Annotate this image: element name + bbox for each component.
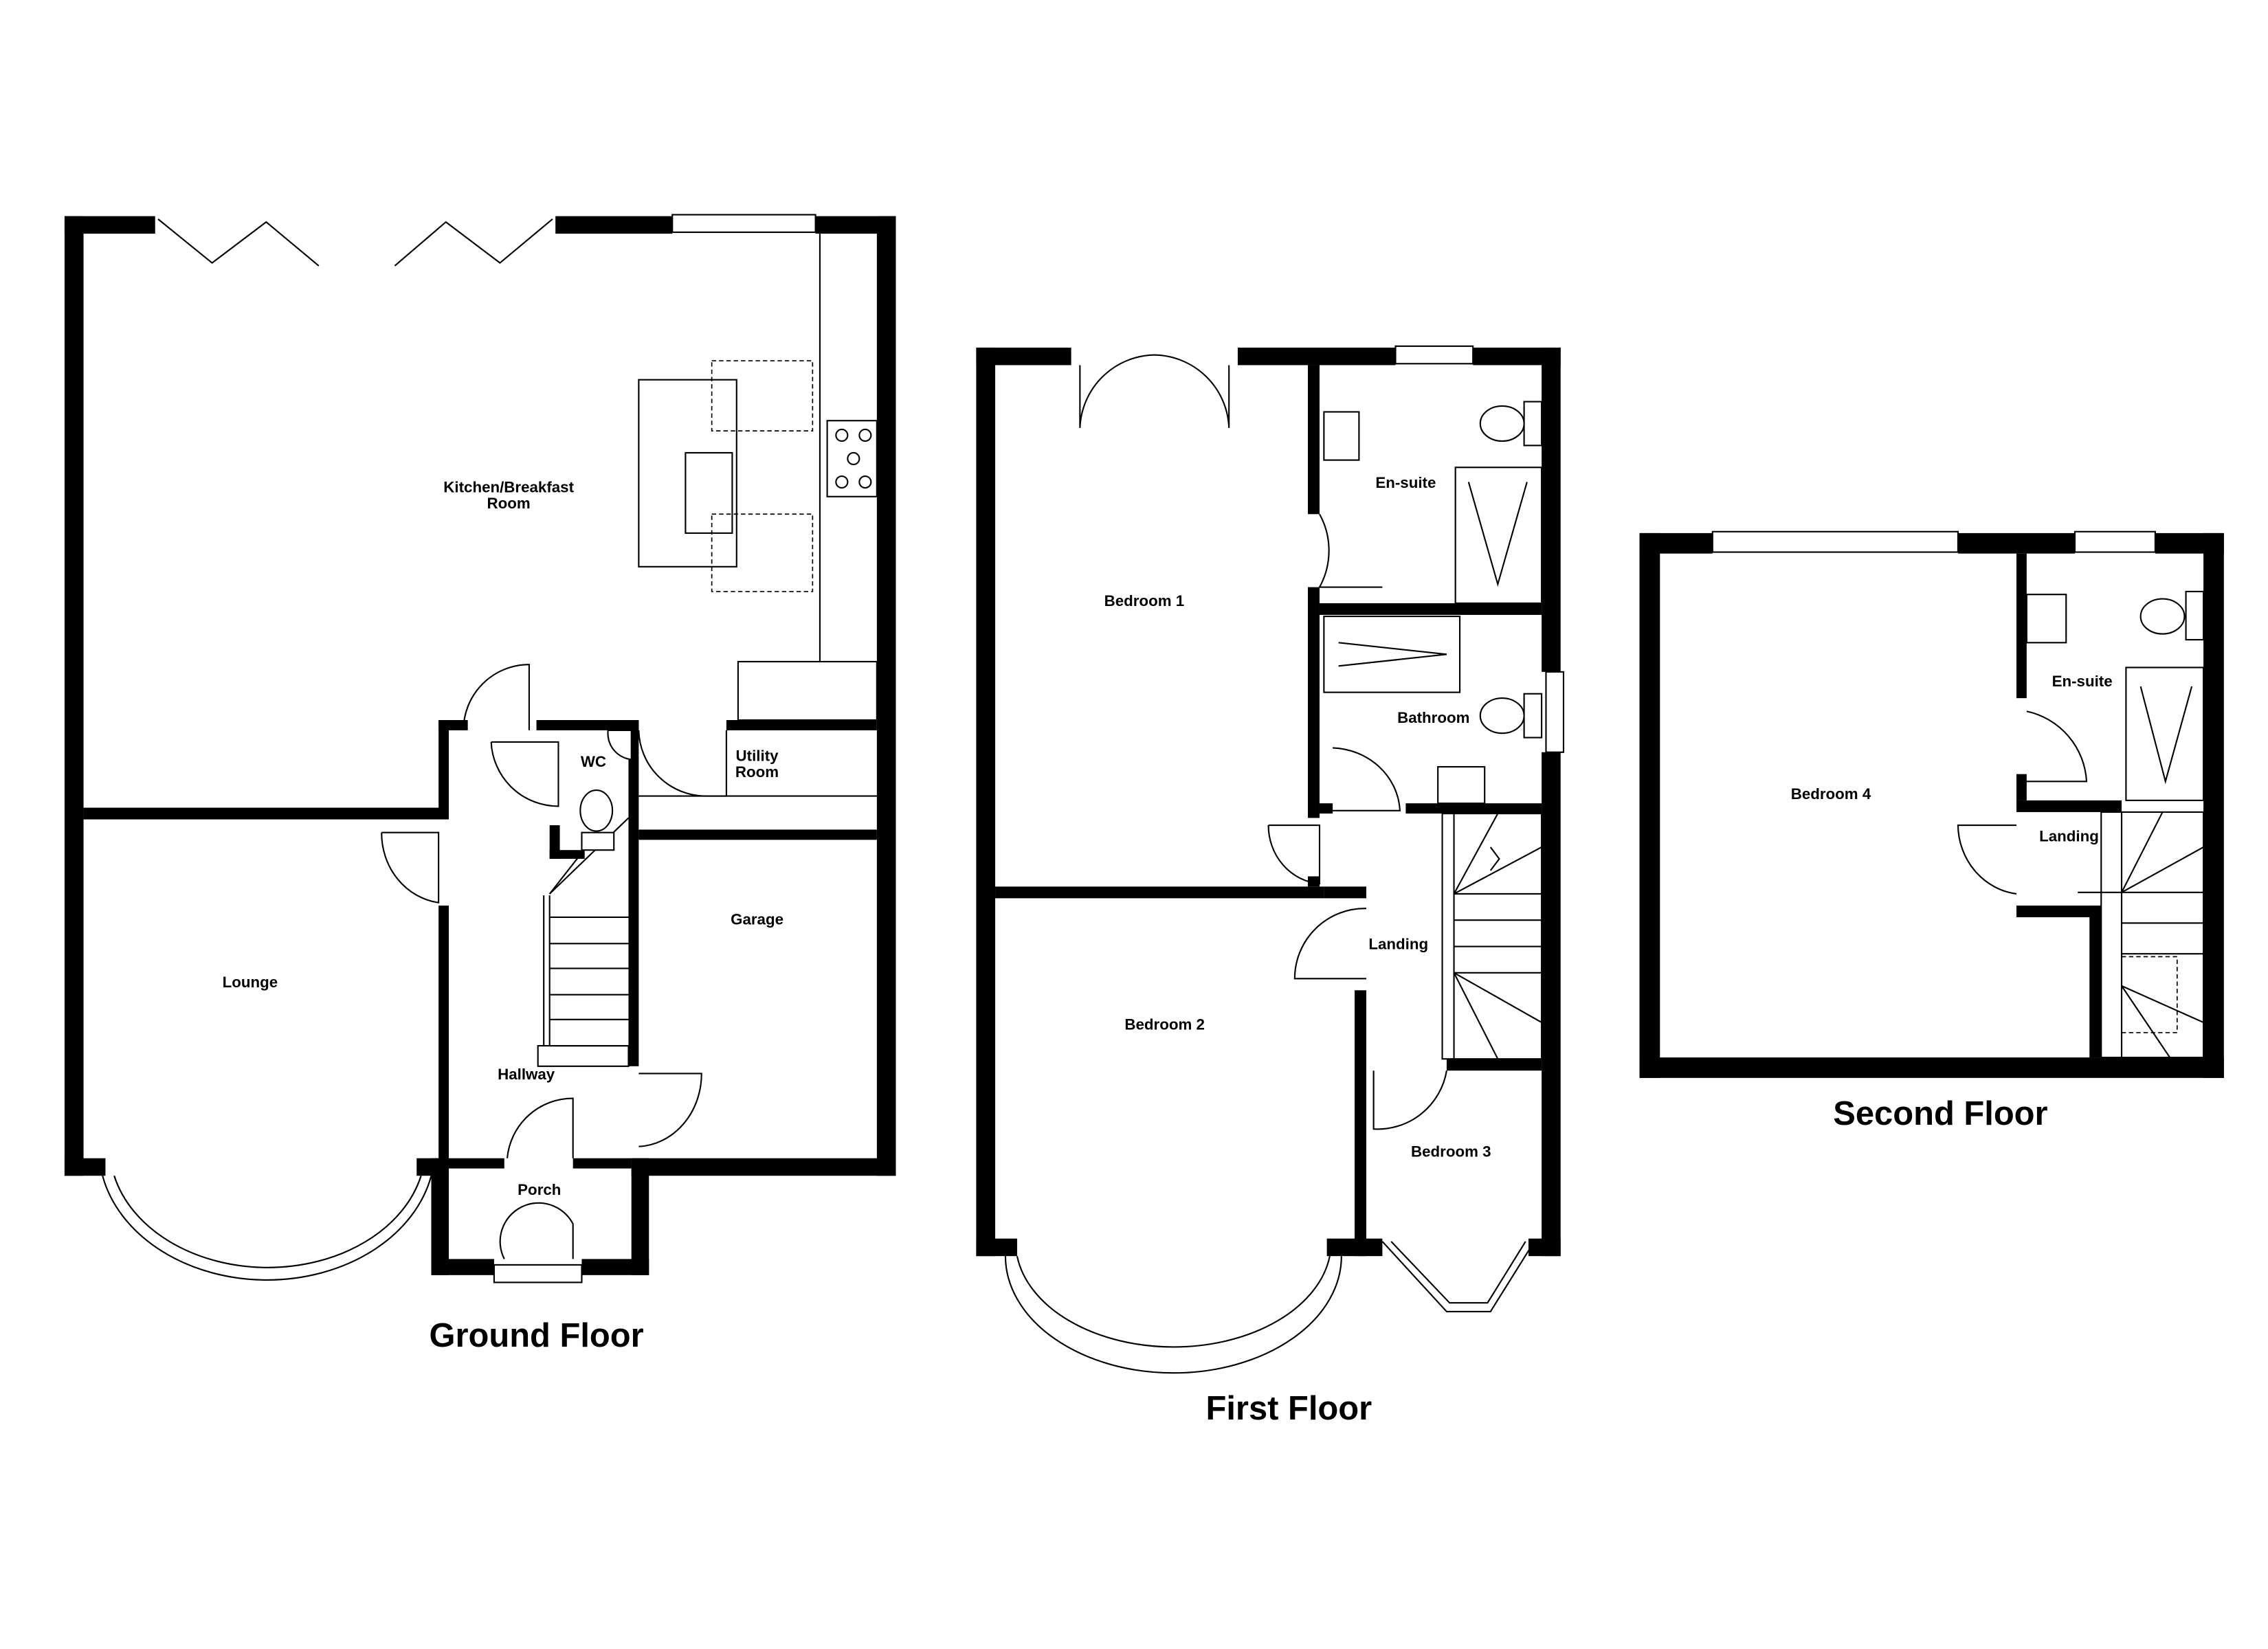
wc-fittings	[579, 729, 632, 851]
bedroom3-bay-window	[1381, 1241, 1535, 1313]
room-label-ensuite: En-suite	[1375, 474, 1436, 491]
room-label-bedroom3: Bedroom 3	[1411, 1143, 1491, 1160]
second-floor-stairs	[2078, 811, 2205, 1059]
toilet-icon	[2139, 598, 2186, 635]
room-label-porch: Porch	[518, 1181, 561, 1198]
shower-icon	[1454, 467, 1543, 605]
toilet-icon	[579, 789, 614, 832]
hob-icon	[826, 420, 878, 497]
first-floor-fittings	[1323, 401, 1543, 805]
room-label-bedroom4: Bedroom 4	[1791, 785, 1871, 803]
room-label-utility-2: Room	[735, 763, 779, 781]
first-floor-labels: Bedroom 1 En-suite Bathroom Landing Bedr…	[1104, 474, 1491, 1160]
room-label-garage: Garage	[731, 911, 783, 928]
floor-title-first: First Floor	[1206, 1390, 1372, 1427]
room-label-ensuite-2: En-suite	[2052, 673, 2113, 690]
window	[1394, 345, 1474, 365]
toilet-icon	[1479, 405, 1525, 442]
room-label-landing-2: Landing	[2039, 827, 2099, 844]
second-floor-labels: Bedroom 4 En-suite Landing	[1791, 673, 2113, 844]
room-label-lounge: Lounge	[223, 974, 278, 991]
window	[1711, 530, 1959, 553]
room-label-kitchen-2: Room	[487, 495, 531, 512]
bath-icon	[1323, 616, 1461, 693]
room-label-wc: WC	[581, 753, 606, 770]
sink-icon	[685, 451, 733, 534]
basin-icon	[2025, 594, 2067, 644]
second-floor-fittings	[2025, 590, 2205, 801]
first-floor-walls	[976, 347, 1561, 1257]
basin-icon	[1437, 765, 1486, 805]
ground-floor-doors	[381, 664, 877, 1283]
second-floor-plan: Bedroom 4 En-suite Landing Second Floor	[1639, 530, 2224, 1132]
ground-floor-plan: Kitchen/Breakfast Room Lounge WC Utility…	[64, 214, 896, 1354]
lounge-bay-window	[102, 1175, 432, 1281]
room-label-hallway: Hallway	[498, 1066, 555, 1083]
room-label-kitchen: Kitchen/Breakfast	[443, 478, 574, 495]
ground-floor-walls	[64, 216, 896, 1275]
window	[671, 214, 816, 234]
second-floor-doors	[1957, 710, 2088, 895]
basin-icon	[1323, 411, 1360, 461]
french-doors	[1079, 354, 1230, 428]
window	[1545, 671, 1565, 753]
floor-title-second: Second Floor	[1833, 1095, 2047, 1132]
room-label-bedroom2: Bedroom 2	[1124, 1016, 1205, 1033]
room-label-landing: Landing	[1368, 936, 1428, 953]
second-floor-walls	[1639, 532, 2224, 1078]
first-floor-plan: Bedroom 1 En-suite Bathroom Landing Bedr…	[976, 345, 1565, 1427]
first-floor-stairs	[1441, 812, 1543, 1060]
bedroom2-bay-window	[1004, 1255, 1342, 1374]
first-floor-doors	[1267, 513, 1447, 1130]
window	[2074, 530, 2156, 553]
toilet-icon	[1479, 697, 1525, 734]
floor-title-ground: Ground Floor	[429, 1317, 643, 1354]
basin-icon	[607, 729, 632, 761]
room-label-utility: Utility	[736, 748, 779, 765]
bifold-doors	[157, 218, 553, 267]
room-label-bathroom: Bathroom	[1397, 709, 1469, 726]
kitchen-units	[638, 234, 878, 721]
room-label-bedroom1: Bedroom 1	[1104, 592, 1185, 609]
ground-floor-labels: Kitchen/Breakfast Room Lounge WC Utility…	[223, 478, 783, 1198]
